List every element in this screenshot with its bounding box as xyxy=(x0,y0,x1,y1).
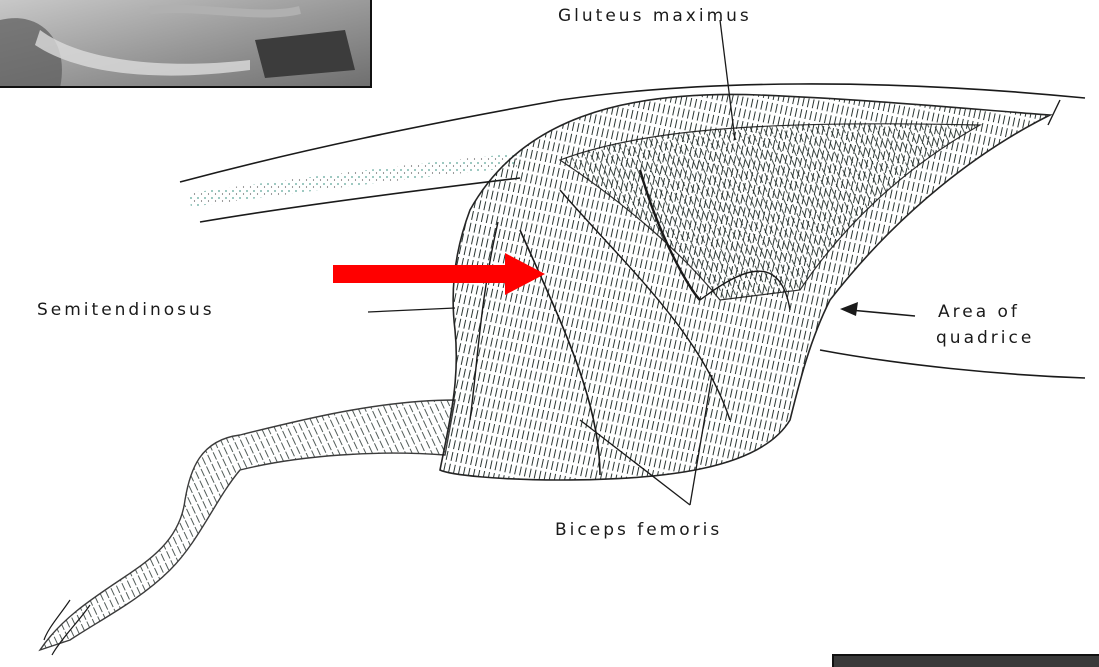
right-arrow-icon xyxy=(333,253,545,295)
photo-inset-bottom-right xyxy=(832,654,1099,667)
left-arrow-icon xyxy=(840,302,915,316)
label-semitendinosus: Semitendinosus xyxy=(37,300,215,320)
label-area-of: Area of xyxy=(938,302,1020,322)
label-biceps-femoris: Biceps femoris xyxy=(555,520,722,540)
label-quadriceps: quadrice xyxy=(936,328,1034,348)
label-gluteus-maximus: Gluteus maximus xyxy=(558,6,752,26)
